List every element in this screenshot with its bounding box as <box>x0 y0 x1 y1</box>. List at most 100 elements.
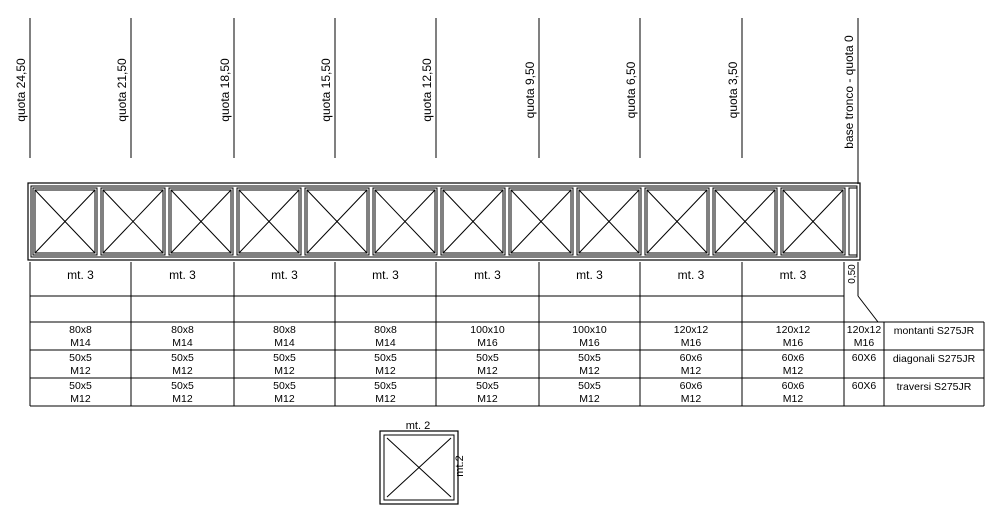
profile-size: 50x5 <box>171 352 194 364</box>
bolt-size: M12 <box>681 365 702 377</box>
lattice-panel-inner <box>782 189 844 254</box>
bolt-size: M16 <box>579 337 600 349</box>
lattice-panel <box>372 187 438 256</box>
profile-size: 50x5 <box>374 352 397 364</box>
profile-size: 50x5 <box>69 380 92 392</box>
bolt-size: M16 <box>681 337 702 349</box>
lattice-diagonal <box>306 189 368 254</box>
quota-label: quota 24,50 <box>14 58 28 122</box>
detail-inner-frame <box>383 434 455 501</box>
lattice-panel <box>168 187 234 256</box>
profile-size: 120x12 <box>847 324 882 336</box>
lattice-panel <box>644 187 710 256</box>
lattice-panel-inner <box>170 189 232 254</box>
lattice-panel-inner <box>238 189 300 254</box>
segment-length-label: mt. 3 <box>271 268 298 282</box>
profile-size: 50x5 <box>374 380 397 392</box>
lattice-diagonal <box>782 189 844 254</box>
bolt-size: M12 <box>375 365 396 377</box>
profile-size: 80x8 <box>374 324 397 336</box>
lattice-panel <box>304 187 370 256</box>
member-type-label: traversi S275JR <box>897 381 972 393</box>
member-type-label: diagonali S275JR <box>893 353 976 365</box>
segment-length-label: mt. 3 <box>372 268 399 282</box>
lattice-panel-inner <box>306 189 368 254</box>
quota-label: quota 21,50 <box>115 58 129 122</box>
profile-size: 80x8 <box>69 324 92 336</box>
profile-size: 50x5 <box>273 380 296 392</box>
quota-label: quota 9,50 <box>523 61 537 118</box>
lattice-partial-panel <box>848 187 858 256</box>
bolt-size: M12 <box>274 365 295 377</box>
quota-label: quota 3,50 <box>726 61 740 118</box>
profile-size: 60x6 <box>680 380 703 392</box>
profile-size: 120x12 <box>674 324 709 336</box>
bolt-size: M14 <box>172 337 193 349</box>
lattice-panel-inner <box>510 189 572 254</box>
bolt-size: M12 <box>70 393 91 405</box>
profile-size: 50x5 <box>578 352 601 364</box>
bolt-size: M16 <box>477 337 498 349</box>
profile-size: 60X6 <box>852 352 877 364</box>
bolt-size: M16 <box>783 337 804 349</box>
member-type-label: montanti S275JR <box>894 325 975 337</box>
lattice-diagonal <box>442 189 504 254</box>
bolt-size: M12 <box>477 393 498 405</box>
lattice-panel-inner <box>714 189 776 254</box>
lattice-panel-inner <box>442 189 504 254</box>
profile-size: 60x6 <box>782 352 805 364</box>
segment-length-label: mt. 3 <box>678 268 705 282</box>
profile-size: 50x5 <box>578 380 601 392</box>
end-slant-line <box>857 295 879 323</box>
lattice-outer-frame <box>27 182 861 261</box>
lattice-diagonal <box>170 189 232 254</box>
lattice-panel <box>32 187 98 256</box>
bolt-size: M12 <box>477 365 498 377</box>
lattice-diagonal <box>34 189 96 254</box>
lattice-panel <box>508 187 574 256</box>
bolt-size: M12 <box>172 365 193 377</box>
segment-length-label: mt. 3 <box>474 268 501 282</box>
segment-length-label: mt. 3 <box>67 268 94 282</box>
end-length-label: 0,50 <box>847 264 858 284</box>
detail-diagonal <box>386 437 452 498</box>
profile-size: 80x8 <box>273 324 296 336</box>
bolt-size: M14 <box>375 337 396 349</box>
lattice-diagonal <box>646 189 708 254</box>
segment-length-label: mt. 3 <box>169 268 196 282</box>
lattice-diagonal <box>510 189 572 254</box>
profile-size: 50x5 <box>273 352 296 364</box>
profile-size: 50x5 <box>69 352 92 364</box>
bolt-size: M12 <box>681 393 702 405</box>
profile-size: 120x12 <box>776 324 811 336</box>
bolt-size: M12 <box>579 365 600 377</box>
lattice-diagonal <box>714 189 776 254</box>
bolt-size: M12 <box>783 365 804 377</box>
lattice-panel-inner <box>646 189 708 254</box>
bolt-size: M12 <box>783 393 804 405</box>
profile-size: 50x5 <box>476 352 499 364</box>
detail-width-label: mt. 2 <box>406 420 430 432</box>
lattice-diagonal <box>374 189 436 254</box>
lattice-panel-inner <box>374 189 436 254</box>
lattice-panel <box>712 187 778 256</box>
detail-outer-frame <box>379 430 459 505</box>
bolt-size: M12 <box>375 393 396 405</box>
bolt-size: M12 <box>274 393 295 405</box>
bolt-size: M16 <box>854 337 875 349</box>
lattice-panel <box>576 187 642 256</box>
bolt-size: M12 <box>70 365 91 377</box>
quota-label: quota 6,50 <box>624 61 638 118</box>
lattice-diagonal <box>238 189 300 254</box>
segment-length-label: mt. 3 <box>780 268 807 282</box>
lattice-panel-inner <box>34 189 96 254</box>
lattice-panel <box>236 187 302 256</box>
lattice-panel <box>440 187 506 256</box>
profile-size: 60X6 <box>852 380 877 392</box>
detail-height-label: mt.2 <box>454 455 466 476</box>
lattice-diagonal <box>102 189 164 254</box>
bolt-size: M12 <box>172 393 193 405</box>
profile-size: 50x5 <box>476 380 499 392</box>
